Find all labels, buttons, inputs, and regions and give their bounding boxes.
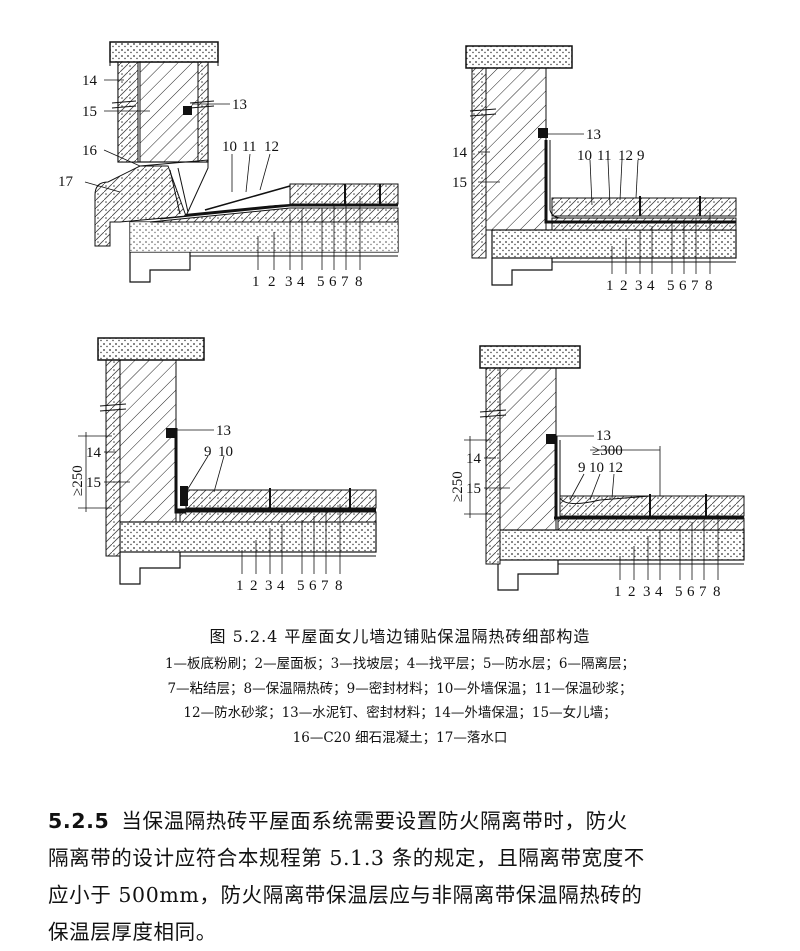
panel1-label-10: 10: [222, 139, 237, 155]
panel2-bottom-label: 2: [620, 278, 628, 294]
panel2-label-13: 13: [586, 127, 601, 143]
panel2-label-11: 11: [597, 148, 611, 164]
section-text-line: 保温层厚度相同。: [48, 920, 217, 944]
section-text-line: 应小于 500mm，防火隔离带保温层应与非隔离带保温隔热砖的: [48, 883, 643, 907]
panel2-bottom-label: 6: [679, 278, 687, 294]
detail-panel-top-left: 14 15 16 17 13 10 11 12 1 2 3 4 5 6 7 8: [58, 41, 399, 290]
legend-line: 1—板底粉刷；2—屋面板；3—找坡层；4—找平层；5—防水层；6—隔离层；: [164, 656, 636, 672]
panel4-bottom-label: 6: [687, 584, 695, 600]
panel1-label-17: 17: [58, 174, 74, 190]
panel3-bottom-label: 2: [250, 578, 258, 594]
panel2-bottom-labels: 1 2 3 4 5 6 7 8: [606, 278, 713, 294]
panel4-bottom-label: 8: [713, 584, 721, 600]
panel1-bottom-label: 4: [297, 274, 305, 290]
panel2-label-15: 15: [452, 175, 467, 191]
section-text-line: 当保温隔热砖平屋面系统需要设置防火隔离带时，防火: [121, 809, 628, 833]
panel3-label-9: 9: [204, 444, 212, 460]
panel4-bottom-label: 1: [614, 584, 622, 600]
legend-line: 7—粘结层；8—保温隔热砖；9—密封材料；10—外墙保温；11—保温砂浆；: [167, 680, 633, 697]
panel1-bottom-label: 8: [355, 274, 363, 290]
detail-panel-bottom-left: ≥250 14 15 13 9 10 1 2 3 4 5 6 7 8: [70, 337, 377, 594]
legend-line: 16—C20 细石混凝土；17—落水口: [292, 729, 508, 746]
panel4-bottom-label: 3: [643, 584, 651, 600]
panel3-label-15: 15: [86, 475, 101, 491]
panel1-bottom-label: 7: [341, 274, 349, 290]
panel2-label-12: 12: [618, 148, 633, 164]
panel3-bottom-label: 5: [297, 578, 305, 594]
panel3-bottom-labels: 1 2 3 4 5 6 7 8: [236, 578, 343, 594]
panel1-label-12: 12: [264, 139, 279, 155]
panel1-label-15: 15: [82, 104, 97, 120]
figure-legend: 1—板底粉刷；2—屋面板；3—找坡层；4—找平层；5—防水层；6—隔离层； 7—…: [40, 652, 760, 750]
panel2-bottom-label: 4: [647, 278, 655, 294]
panel2-label-10: 10: [577, 148, 592, 164]
legend-line: 12—防水砂浆；13—水泥钉、密封材料；14—外墙保温；15—女儿墙；: [183, 705, 617, 721]
panel1-bottom-labels: 1 2 3 4 5 6 7 8: [252, 274, 363, 290]
panel4-label-9: 9: [578, 460, 586, 476]
panel1-label-16: 16: [82, 143, 98, 159]
panel2-bottom-label: 8: [705, 278, 713, 294]
panel3-label-10: 10: [218, 444, 233, 460]
panel4-bottom-label: 5: [675, 584, 683, 600]
panel3-bottom-label: 7: [321, 578, 329, 594]
panel4-label-14: 14: [466, 451, 482, 467]
panel4-label-13: 13: [596, 428, 611, 444]
panel4-bottom-label: 7: [699, 584, 707, 600]
panel4-bottom-labels: 1 2 3 4 5 6 7 8: [614, 584, 721, 600]
panel4-label-10: 10: [589, 460, 604, 476]
panel1-bottom-label: 3: [285, 274, 293, 290]
panel3-bottom-label: 6: [309, 578, 317, 594]
panel1-bottom-label: 5: [317, 274, 325, 290]
panel4-bottom-label: 4: [655, 584, 663, 600]
panel4-label-12: 12: [608, 460, 623, 476]
panel1-label-14: 14: [82, 73, 98, 89]
figure-caption: 图 5.2.4 平屋面女儿墙边铺贴保温隔热砖细部构造: [209, 627, 591, 646]
panel2-bottom-label: 7: [691, 278, 699, 294]
panel3-bottom-label: 3: [265, 578, 273, 594]
detail-drawings: 14 15 16 17 13 10 11 12 1 2 3 4 5 6 7 8: [58, 41, 745, 600]
panel1-bottom-label: 6: [329, 274, 337, 290]
panel1-bottom-label: 1: [252, 274, 260, 290]
panel3-label-13: 13: [216, 423, 231, 439]
section-number: 5.2.5: [48, 809, 110, 833]
section-5-2-5: 5.2.5 当保温隔热砖平屋面系统需要设置防火隔离带时，防火 隔离带的设计应符合本…: [48, 803, 764, 951]
detail-panel-top-right: 14 15 13 10 11 12 9 1 2 3 4 5 6 7 8: [452, 45, 737, 294]
panel2-label-9: 9: [637, 148, 645, 164]
panel2-label-14: 14: [452, 145, 468, 161]
section-text-line: 隔离带的设计应符合本规程第 5.1.3 条的规定，且隔离带宽度不: [48, 846, 645, 870]
panel4-label-15: 15: [466, 481, 481, 497]
panel4-bottom-label: 2: [628, 584, 636, 600]
panel3-label-14: 14: [86, 445, 102, 461]
panel4-dimension-top: ≥300: [592, 443, 623, 459]
panel2-bottom-label: 3: [635, 278, 643, 294]
panel3-bottom-label: 8: [335, 578, 343, 594]
detail-panel-bottom-right: ≥250 14 15 13 ≥300 9 10 12 1 2 3 4 5 6 7…: [450, 345, 745, 600]
panel4-dimension: ≥250: [450, 471, 466, 502]
panel2-bottom-label: 5: [667, 278, 675, 294]
panel1-label-13: 13: [232, 97, 247, 113]
panel1-bottom-label: 2: [268, 274, 276, 290]
panel1-label-11: 11: [242, 139, 256, 155]
panel2-bottom-label: 1: [606, 278, 614, 294]
panel3-bottom-label: 1: [236, 578, 244, 594]
section-first-line: 5.2.5 当保温隔热砖平屋面系统需要设置防火隔离带时，防火: [48, 803, 764, 840]
panel3-dimension: ≥250: [70, 465, 86, 496]
panel3-bottom-label: 4: [277, 578, 285, 594]
